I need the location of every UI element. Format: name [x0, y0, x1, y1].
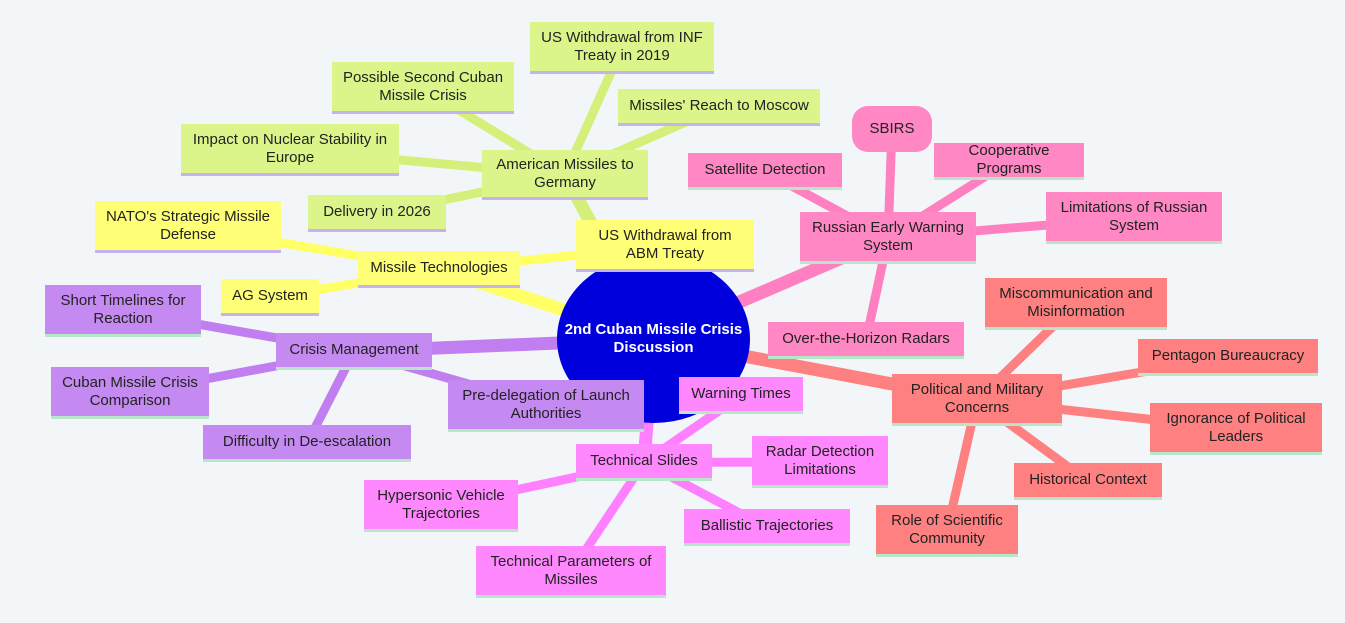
leaf-label: Technical Parameters of Missiles: [490, 552, 652, 588]
leaf-satellite-detection[interactable]: Satellite Detection: [688, 153, 842, 190]
branch-label: Crisis Management: [289, 341, 419, 358]
leaf-label: Impact on Nuclear Stability in Europe: [192, 130, 388, 166]
leaf-label: Ballistic Trajectories: [700, 517, 834, 534]
leaf-label: Cuban Missile Crisis Comparison: [62, 373, 198, 409]
branch-label: Technical Slides: [590, 452, 698, 469]
leaf-label: Warning Times: [691, 385, 791, 402]
leaf-label: AG System: [232, 287, 308, 304]
leaf-label: SBIRS: [869, 120, 915, 137]
leaf-hypersonic[interactable]: Hypersonic Vehicle Trajectories: [364, 480, 518, 532]
leaf-short-timelines[interactable]: Short Timelines for Reaction: [45, 285, 201, 337]
leaf-russian-limitations[interactable]: Limitations of Russian System: [1046, 192, 1222, 244]
leaf-label: Pentagon Bureaucracy: [1151, 347, 1305, 364]
leaf-label: Short Timelines for Reaction: [60, 291, 186, 327]
branch-american-missiles[interactable]: American Missiles to Germany: [482, 150, 648, 200]
leaf-ignorance-leaders[interactable]: Ignorance of Political Leaders: [1150, 403, 1322, 455]
leaf-label: Limitations of Russian System: [1060, 198, 1208, 234]
leaf-sbirs[interactable]: SBIRS: [852, 106, 932, 152]
leaf-label: Difficulty in De-escalation: [222, 433, 392, 450]
leaf-label: Ignorance of Political Leaders: [1166, 409, 1306, 445]
leaf-label: Satellite Detection: [704, 161, 826, 178]
branch-label: Russian Early Warning System: [812, 218, 964, 254]
branch-label: Missile Technologies: [370, 259, 508, 276]
leaf-label: Historical Context: [1029, 471, 1147, 488]
leaf-ballistic[interactable]: Ballistic Trajectories: [684, 509, 850, 546]
branch-label: Political and Military Concerns: [910, 380, 1044, 416]
branch-missile-technologies[interactable]: Missile Technologies: [358, 251, 520, 288]
leaf-label: US Withdrawal from INF Treaty in 2019: [541, 28, 703, 64]
leaf-label: Delivery in 2026: [323, 203, 431, 220]
branch-political-military[interactable]: Political and Military Concerns: [892, 374, 1062, 426]
leaf-crisis-comparison[interactable]: Cuban Missile Crisis Comparison: [51, 367, 209, 419]
leaf-scientific-community[interactable]: Role of Scientific Community: [876, 505, 1018, 557]
leaf-historical-context[interactable]: Historical Context: [1014, 463, 1162, 500]
branch-crisis-management[interactable]: Crisis Management: [276, 333, 432, 370]
branch-russian-early-warning[interactable]: Russian Early Warning System: [800, 212, 976, 264]
branch-label: American Missiles to Germany: [496, 155, 634, 191]
leaf-nuclear-stability[interactable]: Impact on Nuclear Stability in Europe: [181, 124, 399, 176]
leaf-label: Missiles' Reach to Moscow: [629, 97, 809, 114]
leaf-pre-delegation[interactable]: Pre-delegation of Launch Authorities: [448, 380, 644, 432]
leaf-inf-withdrawal[interactable]: US Withdrawal from INF Treaty in 2019: [530, 22, 714, 74]
leaf-de-escalation[interactable]: Difficulty in De-escalation: [203, 425, 411, 462]
leaf-ag-system[interactable]: AG System: [221, 279, 319, 316]
leaf-label: Possible Second Cuban Missile Crisis: [342, 68, 504, 104]
leaf-label: Role of Scientific Community: [891, 511, 1003, 547]
leaf-oth-radars[interactable]: Over-the-Horizon Radars: [768, 322, 964, 359]
leaf-label: Over-the-Horizon Radars: [782, 330, 950, 347]
leaf-technical-parameters[interactable]: Technical Parameters of Missiles: [476, 546, 666, 598]
leaf-label: Pre-delegation of Launch Authorities: [462, 386, 630, 422]
leaf-label: Hypersonic Vehicle Trajectories: [377, 486, 505, 522]
leaf-second-crisis[interactable]: Possible Second Cuban Missile Crisis: [332, 62, 514, 114]
leaf-miscommunication[interactable]: Miscommunication and Misinformation: [985, 278, 1167, 330]
leaf-cooperative-programs[interactable]: Cooperative Programs: [934, 142, 1084, 180]
leaf-label: NATO's Strategic Missile Defense: [105, 207, 270, 243]
leaf-reach-moscow[interactable]: Missiles' Reach to Moscow: [618, 89, 820, 126]
leaf-nato-defense[interactable]: NATO's Strategic Missile Defense: [95, 201, 281, 253]
leaf-delivery-2026[interactable]: Delivery in 2026: [308, 195, 446, 232]
leaf-label: Miscommunication and Misinformation: [999, 284, 1153, 320]
branch-technical-slides[interactable]: Technical Slides: [576, 444, 712, 481]
leaf-label: Cooperative Programs: [968, 142, 1050, 177]
leaf-warning-times[interactable]: Warning Times: [679, 377, 803, 414]
center-node-label: 2nd Cuban Missile Crisis Discussion: [564, 321, 743, 356]
leaf-label: US Withdrawal from ABM Treaty: [598, 226, 732, 262]
leaf-pentagon[interactable]: Pentagon Bureaucracy: [1138, 339, 1318, 376]
leaf-radar-limitations[interactable]: Radar Detection Limitations: [752, 436, 888, 488]
leaf-label: Radar Detection Limitations: [765, 442, 875, 478]
leaf-abm-withdrawal[interactable]: US Withdrawal from ABM Treaty: [576, 220, 754, 272]
